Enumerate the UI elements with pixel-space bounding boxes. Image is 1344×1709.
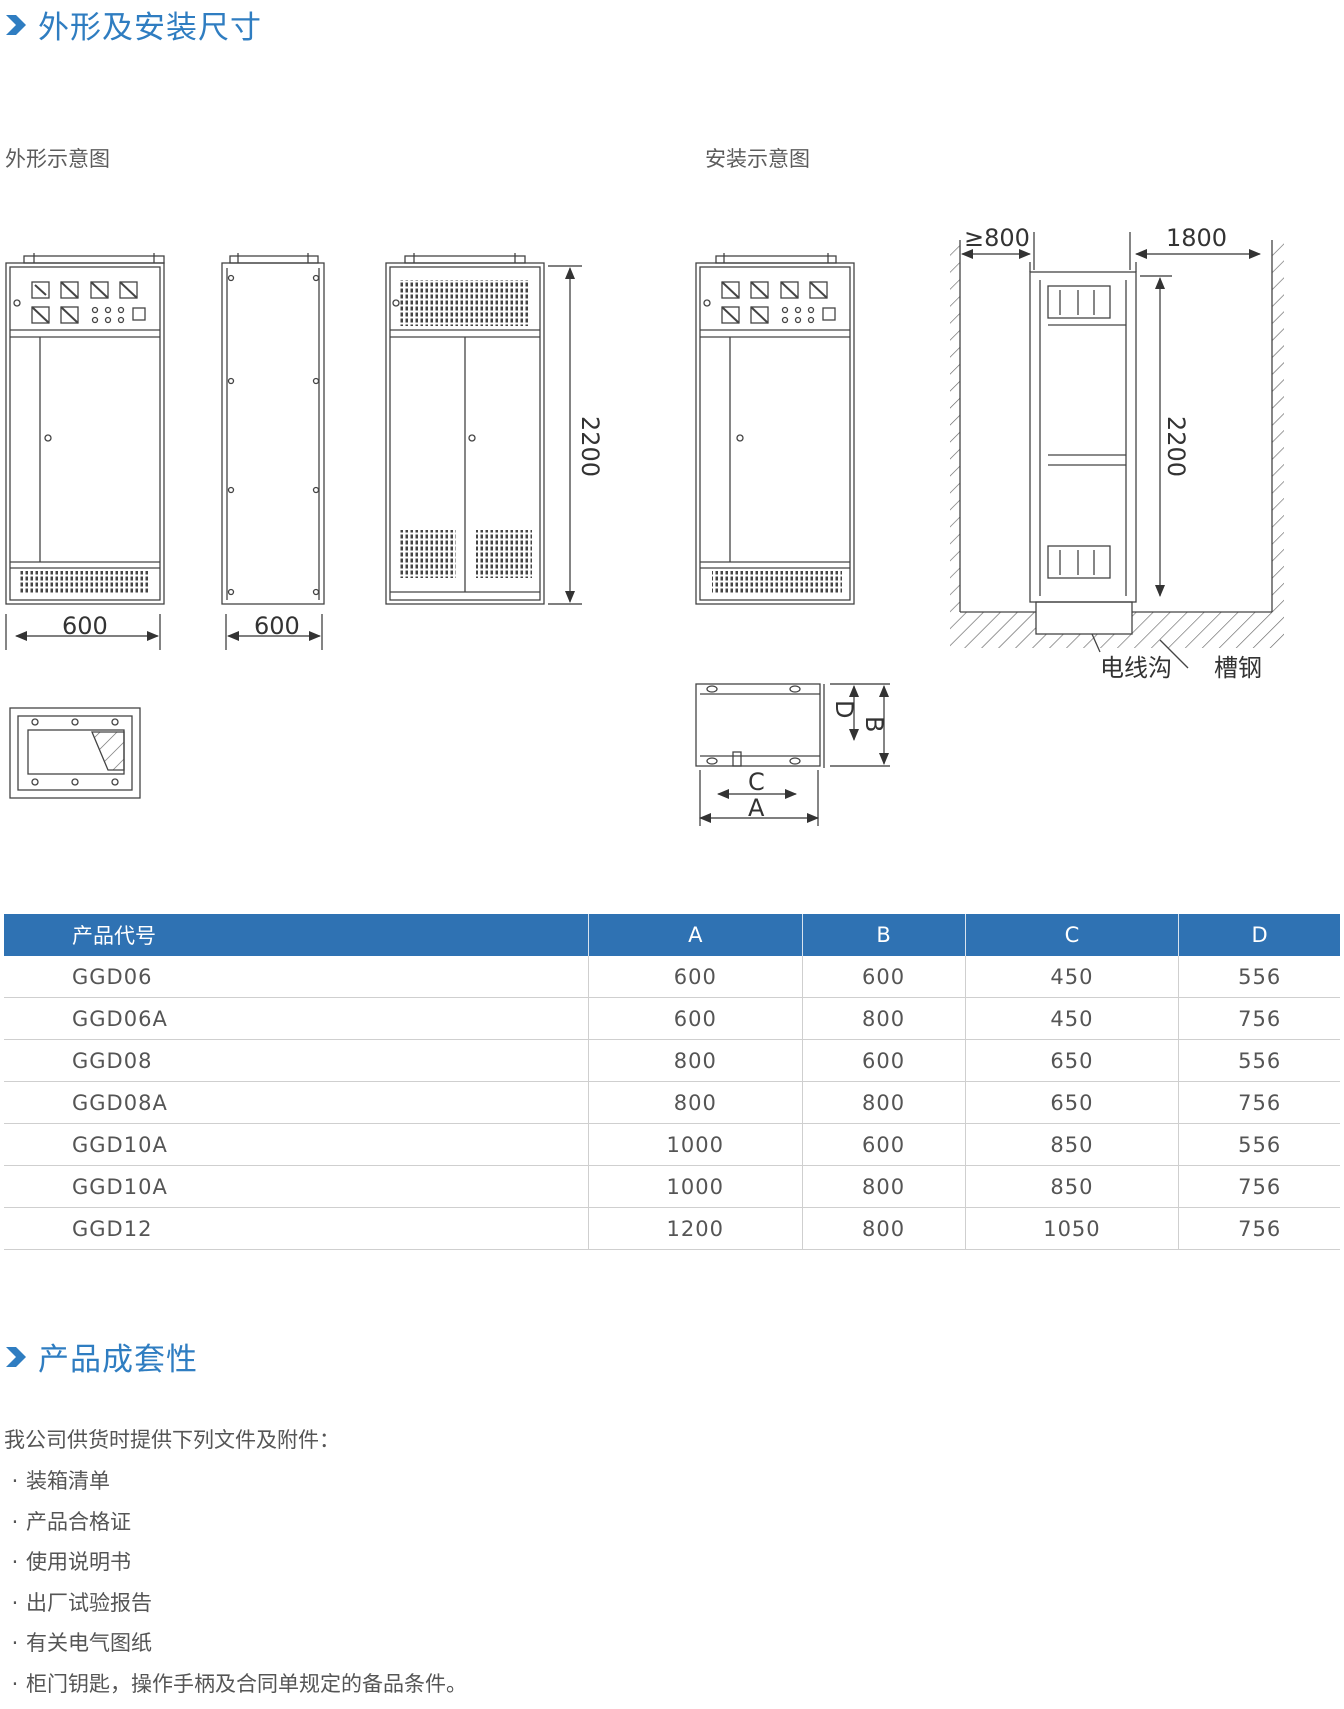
list-item-text: 使用说明书: [26, 1550, 131, 1574]
cell-A: 600: [588, 998, 802, 1040]
bullet-dot: ·: [4, 1507, 26, 1537]
bullet-dot: ·: [4, 1547, 26, 1577]
cabinet-rear-view: [386, 253, 544, 604]
dim-width-front: 600: [62, 612, 108, 640]
cell-code: GGD08A: [4, 1082, 588, 1124]
cell-code: GGD06: [4, 956, 588, 998]
cell-A: 1000: [588, 1166, 802, 1208]
list-item: ·出厂试验报告: [4, 1588, 467, 1629]
cell-B: 800: [802, 1082, 965, 1124]
dim-rear-clearance: 1800: [1166, 224, 1227, 252]
list-item: ·装箱清单: [4, 1466, 467, 1507]
install-front-view: [696, 253, 854, 604]
header-product-code: 产品代号: [4, 914, 588, 956]
dim-label-A: A: [748, 794, 765, 822]
section-title-supply: 产品成套性: [4, 1334, 198, 1379]
bullet-dot: ·: [4, 1628, 26, 1658]
cell-A: 800: [588, 1040, 802, 1082]
table-header-row: 产品代号 A B C D: [4, 914, 1340, 956]
cell-C: 850: [965, 1124, 1179, 1166]
cell-D: 556: [1179, 1040, 1340, 1082]
dim-label-C: C: [748, 768, 765, 796]
list-item-text: 出厂试验报告: [26, 1591, 152, 1615]
list-item-text: 装箱清单: [26, 1469, 110, 1493]
cell-code: GGD12: [4, 1208, 588, 1250]
supply-docs-list: ·装箱清单 ·产品合格证 ·使用说明书 ·出厂试验报告 ·有关电气图纸 ·柜门钥…: [4, 1466, 467, 1709]
header-D: D: [1179, 914, 1340, 956]
cell-B: 600: [802, 956, 965, 998]
cabinet-front-view: [6, 253, 164, 604]
cabinet-side-view: [222, 253, 324, 604]
cell-B: 800: [802, 1208, 965, 1250]
cell-C: 650: [965, 1082, 1179, 1124]
cell-D: 756: [1179, 998, 1340, 1040]
list-item-text: 产品合格证: [26, 1510, 131, 1534]
bullet-dot: ·: [4, 1588, 26, 1618]
cell-D: 756: [1179, 1166, 1340, 1208]
cell-D: 756: [1179, 1208, 1340, 1250]
cell-A: 1200: [588, 1208, 802, 1250]
cell-D: 556: [1179, 956, 1340, 998]
header-A: A: [588, 914, 802, 956]
cell-code: GGD08: [4, 1040, 588, 1082]
cell-C: 1050: [965, 1208, 1179, 1250]
cell-C: 450: [965, 998, 1179, 1040]
label-cable-trench: 电线沟: [1100, 654, 1172, 682]
cell-C: 850: [965, 1166, 1179, 1208]
list-item: ·使用说明书: [4, 1547, 467, 1588]
bullet-dot: ·: [4, 1466, 26, 1496]
list-item-text: 有关电气图纸: [26, 1631, 152, 1655]
cell-A: 1000: [588, 1124, 802, 1166]
cell-code: GGD10A: [4, 1166, 588, 1208]
cabinet-base-plan: [10, 708, 140, 798]
cell-B: 800: [802, 1166, 965, 1208]
dim-height-install: 2200: [1162, 416, 1190, 477]
list-item: ·有关电气图纸: [4, 1628, 467, 1669]
dim-front-clearance: ≥800: [964, 224, 1030, 252]
cell-C: 450: [965, 956, 1179, 998]
list-item: ·柜门钥匙，操作手柄及合同单规定的备品条件。: [4, 1669, 467, 1709]
cell-D: 556: [1179, 1124, 1340, 1166]
cabinet-dimension-drawing: 600 600 2200 ≥800 1800 2200 电线沟 槽钢 D B C…: [0, 0, 1344, 860]
chevron-right-icon: [4, 1345, 30, 1369]
header-C: C: [965, 914, 1179, 956]
dim-width-side: 600: [254, 612, 300, 640]
list-item-text: 柜门钥匙，操作手柄及合同单规定的备品条件。: [26, 1672, 467, 1696]
install-room-section: [950, 240, 1284, 668]
cell-A: 600: [588, 956, 802, 998]
dim-label-D: D: [830, 700, 858, 718]
dim-height-rear: 2200: [576, 416, 604, 477]
cell-code: GGD10A: [4, 1124, 588, 1166]
cell-D: 756: [1179, 1082, 1340, 1124]
section-title-text: 产品成套性: [38, 1334, 198, 1379]
cell-B: 600: [802, 1124, 965, 1166]
dim-label-B: B: [860, 716, 888, 732]
header-B: B: [802, 914, 965, 956]
cell-C: 650: [965, 1040, 1179, 1082]
supply-intro-text: 我公司供货时提供下列文件及附件：: [4, 1424, 340, 1454]
label-channel-steel: 槽钢: [1214, 654, 1262, 682]
bullet-dot: ·: [4, 1669, 26, 1699]
cell-B: 600: [802, 1040, 965, 1082]
list-item: ·产品合格证: [4, 1507, 467, 1548]
cell-B: 800: [802, 998, 965, 1040]
cell-A: 800: [588, 1082, 802, 1124]
install-base-plan: [696, 684, 824, 768]
cell-code: GGD06A: [4, 998, 588, 1040]
